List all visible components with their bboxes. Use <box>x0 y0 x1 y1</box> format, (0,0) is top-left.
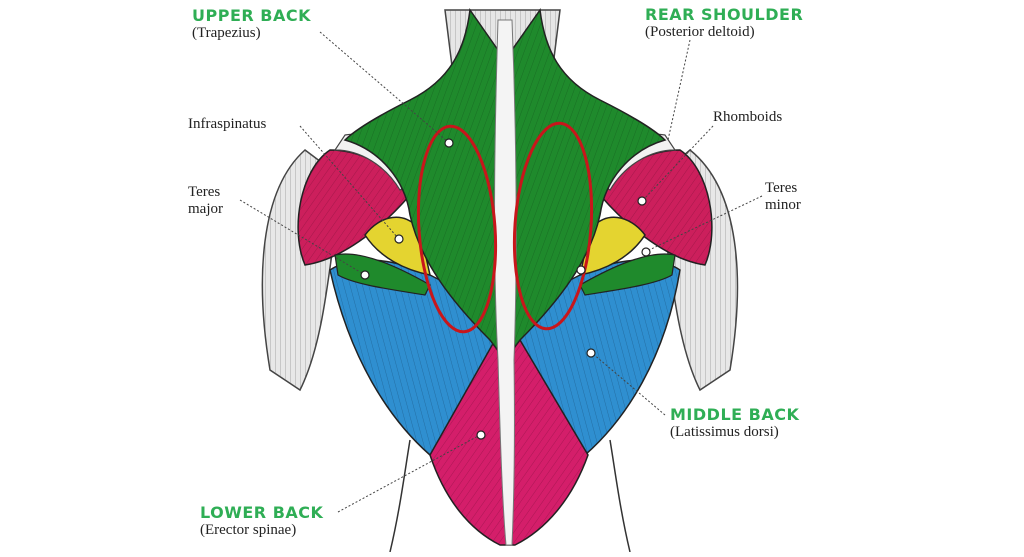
teres-major-line2: major <box>188 201 223 218</box>
dot-teres-major <box>360 270 370 280</box>
label-upper-back: UPPER BACK (Trapezius) <box>192 6 311 43</box>
middle-back-title: MIDDLE BACK <box>670 405 800 424</box>
dot-erector <box>476 430 486 440</box>
dot-trapezius <box>444 138 454 148</box>
label-rear-shoulder: REAR SHOULDER (Posterior deltoid) <box>645 5 804 42</box>
infraspinatus-text: Infraspinatus <box>188 116 267 132</box>
middle-back-subtitle: (Latissimus dorsi) <box>670 424 779 441</box>
dot-rear-deltoid <box>637 196 647 206</box>
highlight-ellipse-right <box>512 121 594 331</box>
dot-rhomboid <box>576 265 586 275</box>
label-middle-back: MIDDLE BACK (Latissimus dorsi) <box>670 405 800 442</box>
lower-back-title: LOWER BACK <box>200 503 324 522</box>
leader-lines <box>239 31 763 513</box>
lower-back-subtitle: (Erector spinae) <box>200 522 297 539</box>
label-infraspinatus: Infraspinatus <box>188 116 266 133</box>
dot-infraspinatus <box>394 234 404 244</box>
label-lower-back: LOWER BACK (Erector spinae) <box>200 503 324 540</box>
label-teres-major: Teres major <box>188 184 223 219</box>
dot-latissimus <box>586 348 596 358</box>
rhomboids-text: Rhomboids <box>713 109 783 125</box>
teres-major-line1: Teres <box>188 184 221 200</box>
upper-back-subtitle: (Trapezius) <box>192 25 261 42</box>
label-teres-minor: Teres minor <box>765 180 801 215</box>
rear-shoulder-title: REAR SHOULDER <box>645 5 804 24</box>
label-rhomboids: Rhomboids <box>713 109 782 126</box>
upper-back-title: UPPER BACK <box>192 6 311 25</box>
marker-dots <box>360 138 651 440</box>
rear-shoulder-subtitle: (Posterior deltoid) <box>645 24 755 41</box>
highlight-ellipse-left <box>416 124 498 334</box>
teres-major-left <box>334 253 431 296</box>
teres-minor-line1: Teres <box>765 180 798 196</box>
teres-minor-line2: minor <box>765 197 801 214</box>
dot-teres-minor <box>641 247 651 257</box>
